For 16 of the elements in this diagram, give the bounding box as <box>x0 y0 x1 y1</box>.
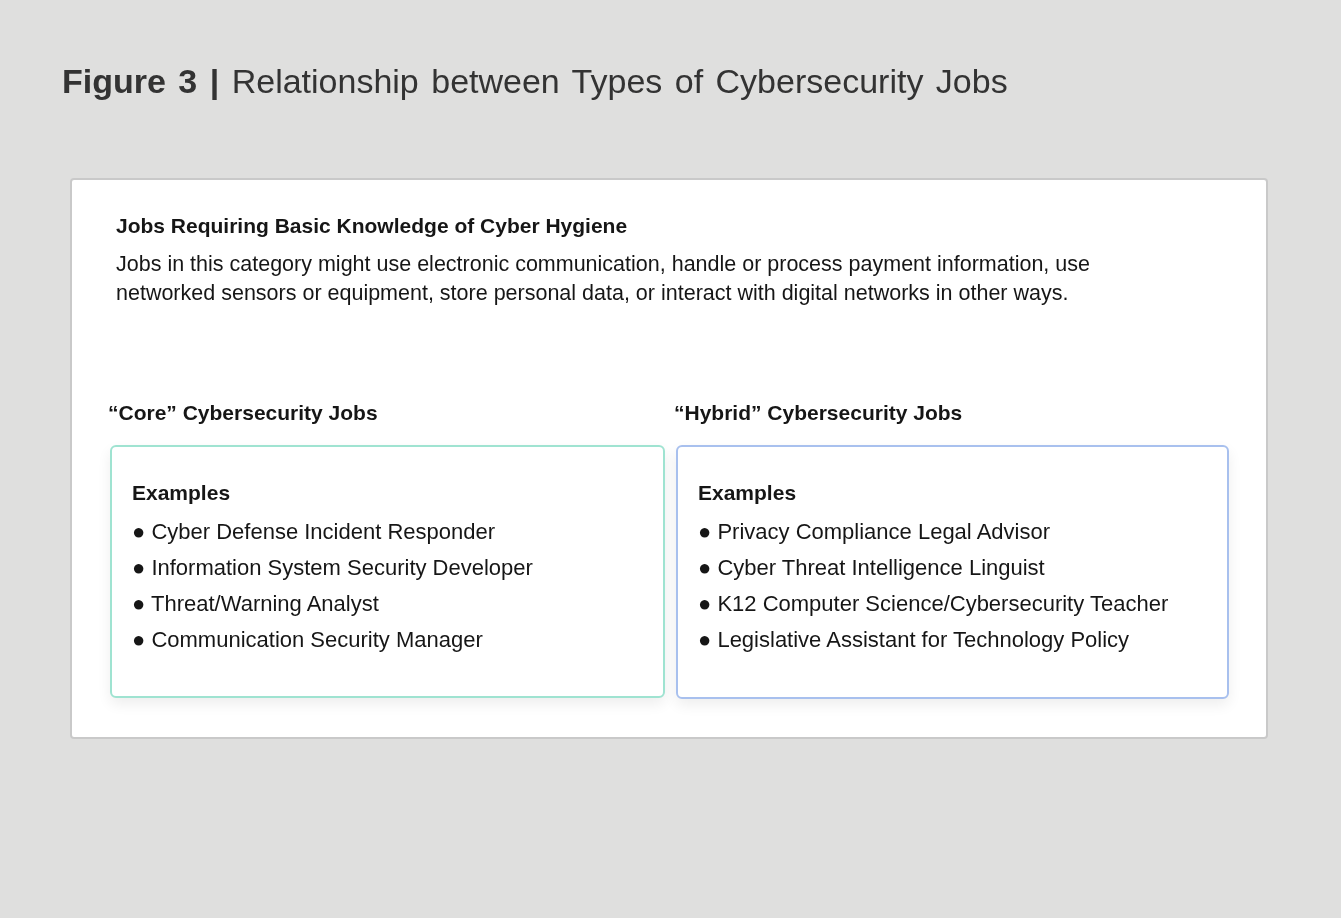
list-item: ● Legislative Assistant for Technology Policy <box>698 626 1130 654</box>
section-heading: “Hybrid” Cybersecurity Jobs <box>674 400 963 426</box>
list-item: ● Threat/Warning Analyst <box>132 590 379 618</box>
description-text: Jobs in this category might use electronic communication, handle or process payment information, use networked sensors or equipment, store personal data, or interact with digital networks in other ways. <box>116 251 1091 307</box>
section-heading: Jobs Requiring Basic Knowledge of Cyber Hygiene <box>116 213 628 239</box>
list-item: ● Communication Security Manager <box>132 626 483 654</box>
list-item: ● Privacy Compliance Legal Advisor <box>698 518 1050 546</box>
section-heading: “Core” Cybersecurity Jobs <box>108 400 378 426</box>
list-item: ● Cyber Defense Incident Responder <box>132 518 496 546</box>
list-heading: Examples <box>698 480 797 506</box>
figure-title: Figure 3 | Relationship between Types of Cybersecurity Jobs <box>62 61 1008 102</box>
list-item: ● Cyber Threat Intelligence Linguist <box>698 554 1045 582</box>
category-panel <box>70 178 1268 739</box>
list-item: ● Information System Security Developer <box>132 554 533 582</box>
list-item: ● K12 Computer Science/Cybersecurity Teacher <box>698 590 1169 618</box>
list-heading: Examples <box>132 480 231 506</box>
